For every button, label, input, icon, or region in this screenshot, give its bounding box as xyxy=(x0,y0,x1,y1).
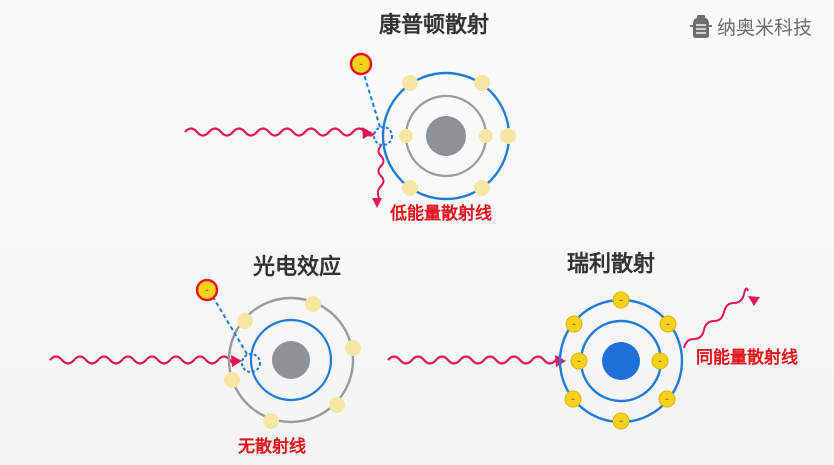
photoelectric-ejected-electron xyxy=(195,278,219,302)
photoelectric-electron-4 xyxy=(329,397,345,413)
rayleigh-sign-7: - xyxy=(665,395,669,405)
compton-electron-5 xyxy=(474,180,490,196)
rayleigh-sign-3: - xyxy=(666,320,670,330)
photoelectric-incident-arrowhead xyxy=(231,355,242,367)
brand-name: 纳奥米科技 xyxy=(717,17,812,39)
photoelectric-electron-5 xyxy=(263,413,279,429)
compton-electron-4 xyxy=(402,180,418,196)
compton-scattered-arrowhead xyxy=(372,198,382,208)
photoelectric-electron-1 xyxy=(237,313,253,329)
compton-incident-wave xyxy=(184,127,376,137)
photoelectric-incident-wave xyxy=(49,355,236,365)
compton-label: 低能量散射线 xyxy=(389,203,492,224)
rayleigh-electron-signs: - - - - - - - - xyxy=(571,296,670,427)
photoelectric-electron-2 xyxy=(305,296,321,312)
rayleigh-electron-7 xyxy=(658,390,676,408)
compton-electron-7 xyxy=(479,129,493,143)
compton-nucleus xyxy=(426,116,466,156)
compton-title: 康普顿散射 xyxy=(379,12,489,38)
brand-logo: 纳奥米科技 xyxy=(690,15,812,39)
rayleigh-title: 瑞利散射 xyxy=(567,251,655,277)
rayleigh-electrons xyxy=(564,291,677,430)
rayleigh-sign-4: - xyxy=(577,357,581,367)
compton-electron-sign: - xyxy=(359,60,363,70)
rayleigh-sign-2: - xyxy=(572,320,576,330)
photoelectric-vacancy xyxy=(241,353,261,373)
rayleigh-label: 同能量散射线 xyxy=(696,347,798,368)
compton-incident-arrowhead xyxy=(362,127,373,139)
rayleigh-sign-1: - xyxy=(619,296,623,306)
compton-electron-6 xyxy=(399,129,413,143)
rayleigh-electron-2 xyxy=(565,315,583,333)
compton-electron-3 xyxy=(500,128,516,144)
rayleigh-sign-5: - xyxy=(658,357,662,367)
photoelectric-label: 无散射线 xyxy=(237,436,306,457)
rayleigh-electron-4 xyxy=(570,352,588,370)
photoelectric-electron-sign: - xyxy=(205,286,209,296)
rayleigh-sign-6: - xyxy=(571,395,575,405)
compton-scattered-wave xyxy=(376,145,385,199)
compton-vacancy xyxy=(373,126,393,146)
rayleigh-electron-5 xyxy=(651,352,669,370)
rayleigh-electron-3 xyxy=(659,315,677,333)
rayleigh-scattered-arrowhead xyxy=(748,296,760,306)
rayleigh-sign-8: - xyxy=(619,417,623,427)
rayleigh-electron-8 xyxy=(612,412,630,430)
compton-electron-2 xyxy=(474,75,490,91)
compton-ejection-path xyxy=(362,70,381,128)
compton-ejected-electron xyxy=(349,52,373,76)
photoelectric-panel: 光电效应 - 无散射线 xyxy=(49,254,361,457)
rayleigh-nucleus xyxy=(602,342,640,380)
compton-electron-1 xyxy=(402,75,418,91)
photoelectric-outer-orbit xyxy=(227,296,355,424)
photoelectric-inner-orbit xyxy=(249,318,333,402)
photoelectric-title: 光电效应 xyxy=(252,254,341,280)
rayleigh-electron-6 xyxy=(564,390,582,408)
kettle-logo-icon xyxy=(690,15,712,38)
compton-panel: 康普顿散射 - 低能量散射线 xyxy=(184,12,516,224)
photoelectric-electron-3 xyxy=(345,340,361,356)
rayleigh-electron-1 xyxy=(612,291,630,309)
photoelectric-nucleus xyxy=(272,341,310,379)
photoelectric-electron-6 xyxy=(224,372,240,388)
rayleigh-panel: 瑞利散射 - - - - - - - - 同能量散射线 xyxy=(387,251,798,430)
rayleigh-incident-wave xyxy=(387,355,561,365)
rayleigh-scattered-wave xyxy=(683,287,749,349)
